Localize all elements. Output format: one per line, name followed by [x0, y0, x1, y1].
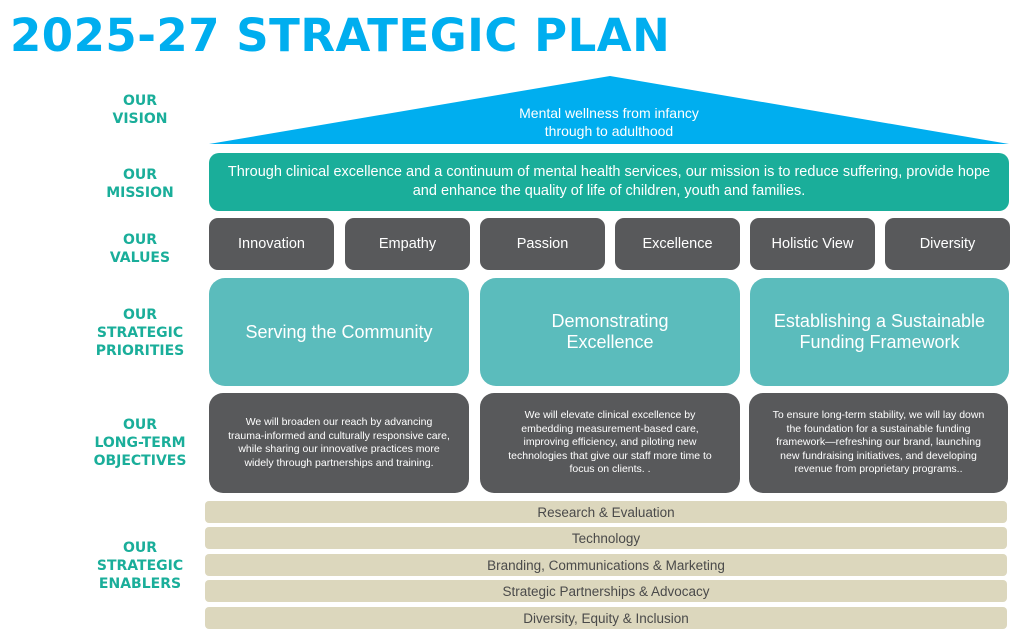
label-line: MISSION — [106, 185, 174, 201]
vision-line: Mental wellness from infancy — [519, 105, 699, 121]
label-priorities: OUR STRATEGIC PRIORITIES — [70, 306, 210, 360]
value-passion: Passion — [480, 218, 605, 270]
vision-roof: Mental wellness from infancy through to … — [209, 76, 1009, 144]
enabler-research-evaluation: Research & Evaluation — [205, 501, 1007, 523]
value-holistic-view: Holistic View — [750, 218, 875, 270]
objective-demonstrating-excellence: We will elevate clinical excellence by e… — [480, 393, 740, 493]
label-line: VISION — [112, 111, 168, 127]
priority-serving-community: Serving the Community — [209, 278, 469, 386]
label-line: STRATEGIC — [96, 558, 184, 574]
label-vision: OUR VISION — [70, 92, 210, 128]
label-enablers: OUR STRATEGIC ENABLERS — [70, 539, 210, 593]
enabler-dei: Diversity, Equity & Inclusion — [205, 607, 1007, 629]
label-values: OUR VALUES — [70, 231, 210, 267]
enabler-branding: Branding, Communications & Marketing — [205, 554, 1007, 576]
value-diversity: Diversity — [885, 218, 1010, 270]
objective-sustainable-funding: To ensure long-term stability, we will l… — [749, 393, 1008, 493]
label-line: OUR — [122, 417, 158, 433]
value-excellence: Excellence — [615, 218, 740, 270]
vision-line: through to adulthood — [544, 123, 674, 139]
label-line: ENABLERS — [98, 576, 182, 592]
mission-box: Through clinical excellence and a contin… — [209, 153, 1009, 211]
value-innovation: Innovation — [209, 218, 334, 270]
label-line: LONG-TERM — [94, 435, 186, 451]
page-title: 2025-27 STRATEGIC PLAN — [10, 9, 671, 62]
label-line: OBJECTIVES — [93, 453, 187, 469]
enabler-technology: Technology — [205, 527, 1007, 549]
priority-demonstrating-excellence: Demonstrating Excellence — [480, 278, 740, 386]
label-line: STRATEGIC — [96, 325, 184, 341]
enabler-partnerships: Strategic Partnerships & Advocacy — [205, 580, 1007, 602]
roof-triangle — [209, 76, 1009, 144]
priority-sustainable-funding: Establishing a Sustainable Funding Frame… — [750, 278, 1009, 386]
value-empathy: Empathy — [345, 218, 470, 270]
label-mission: OUR MISSION — [70, 166, 210, 202]
label-line: OUR — [122, 232, 158, 248]
label-line: OUR — [122, 307, 158, 323]
label-line: PRIORITIES — [95, 343, 185, 359]
label-line: OUR — [122, 93, 158, 109]
label-line: VALUES — [109, 250, 171, 266]
objective-serving-community: We will broaden our reach by advancing t… — [209, 393, 469, 493]
label-line: OUR — [122, 540, 158, 556]
label-objectives: OUR LONG-TERM OBJECTIVES — [70, 416, 210, 470]
label-line: OUR — [122, 167, 158, 183]
vision-text: Mental wellness from infancy through to … — [209, 104, 1009, 140]
